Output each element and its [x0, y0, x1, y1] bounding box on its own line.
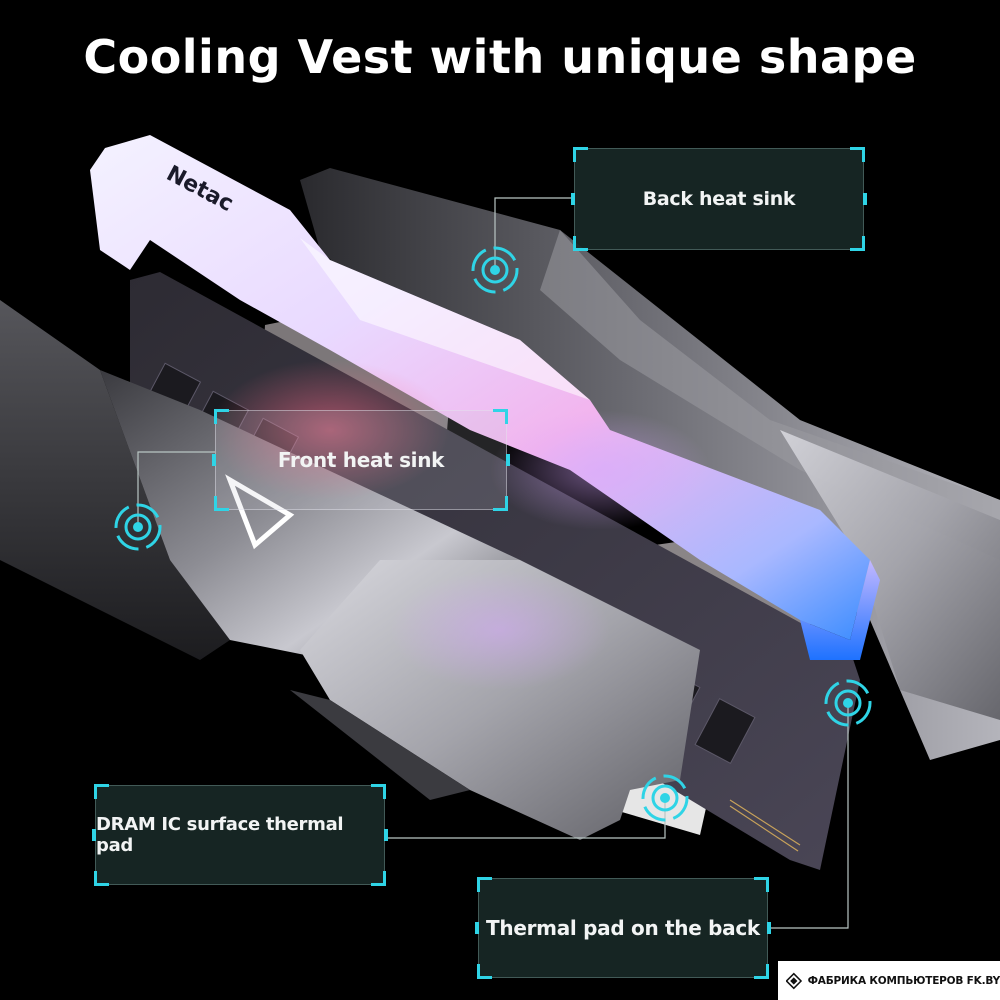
callout-back-heat-sink: Back heat sink [571, 147, 867, 251]
callout-front-heat-sink: Front heat sink [212, 409, 510, 511]
callout-label: Front heat sink [277, 448, 445, 472]
callout-label: Back heat sink [642, 188, 796, 210]
callout-thermal-pad-back: Thermal pad on the back [475, 877, 771, 979]
target-ring-icon [471, 246, 519, 294]
brand-emblem-icon [225, 474, 295, 550]
target-ring-icon [824, 679, 872, 727]
fk-diamond-logo-icon [786, 972, 802, 989]
pink-glow [210, 360, 450, 500]
target-ring-icon [641, 774, 689, 822]
leader-lines [137, 197, 849, 929]
watermark-text: ФАБРИКА КОМПЬЮТЕРОВ FK.BY [807, 974, 1000, 987]
violet-glow-2 [390, 570, 610, 690]
target-ring-icon [114, 503, 162, 551]
violet-glow [490, 410, 710, 530]
watermark: ФАБРИКА КОМПЬЮТЕРОВ FK.BY [778, 961, 1000, 1000]
callout-dram-ic-thermal-pad: DRAM IC surface thermal pad [92, 784, 388, 886]
callout-label: DRAM IC surface thermal pad [96, 814, 344, 856]
page-title: Cooling Vest with unique shape [83, 30, 917, 84]
callout-label: Thermal pad on the back [486, 916, 760, 940]
